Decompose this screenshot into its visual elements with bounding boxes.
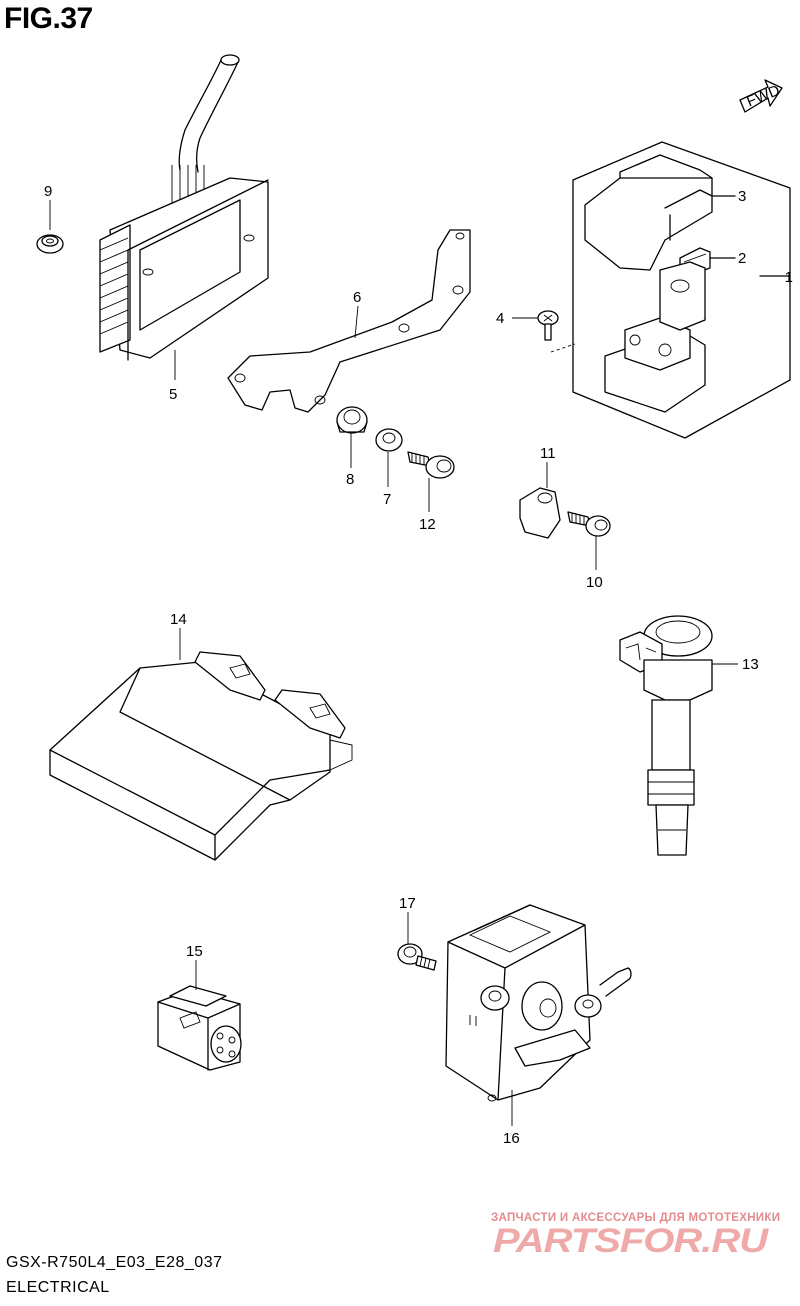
part-12-bolt[interactable]: [407, 451, 455, 479]
part-4-screw[interactable]: [537, 310, 576, 353]
starter-relay-body[interactable]: [604, 261, 706, 413]
callout-14: 14: [170, 611, 187, 628]
part-6-bracket[interactable]: [227, 229, 471, 413]
part-10-bolt[interactable]: [567, 511, 611, 537]
part-7-collar[interactable]: [375, 428, 403, 452]
callout-17: 17: [399, 895, 416, 912]
callout-1: 1: [785, 269, 793, 286]
fwd-label: FWD: [744, 82, 782, 111]
callout-15: 15: [186, 943, 203, 960]
callout-12: 12: [419, 516, 436, 533]
part-5-regulator-rectifier[interactable]: [99, 54, 269, 361]
watermark-logo: PARTSFOR.RU: [493, 1222, 768, 1260]
callout-3: 3: [738, 188, 746, 205]
callout-10: 10: [586, 574, 603, 591]
callout-8: 8: [346, 471, 354, 488]
callout-4: 4: [496, 310, 504, 327]
part-3-cover[interactable]: [584, 154, 736, 271]
part-16-sensor[interactable]: [445, 904, 632, 1102]
callout-7: 7: [383, 491, 391, 508]
part-17-bolt[interactable]: [397, 943, 437, 971]
part-8-grommet[interactable]: [336, 406, 368, 434]
part-9-nut[interactable]: [36, 234, 64, 254]
part-1-starter-relay-assembly[interactable]: [572, 141, 791, 439]
callout-5: 5: [169, 386, 177, 403]
forward-arrow-icon: FWD: [739, 79, 783, 113]
footer-model-code: GSX-R750L4_E03_E28_037: [6, 1254, 223, 1271]
part-14-ecm[interactable]: [49, 651, 353, 861]
callout-6: 6: [353, 289, 361, 306]
watermark-caption: ЗАПЧАСТИ И АКСЕССУАРЫ ДЛЯ МОТОТЕХНИКИ: [491, 1212, 781, 1224]
leader-lines: [49, 200, 738, 1126]
part-15-connector[interactable]: [157, 985, 242, 1071]
callout-11: 11: [540, 445, 556, 462]
footer-section-name: ELECTRICAL: [6, 1279, 110, 1296]
part-11-clamp[interactable]: [519, 487, 561, 539]
callout-9: 9: [44, 183, 52, 200]
callout-16: 16: [503, 1130, 520, 1147]
part-13-ignition-coil[interactable]: [619, 615, 713, 856]
callout-13: 13: [742, 656, 759, 673]
callout-2: 2: [738, 250, 746, 267]
figure-title: FIG.37: [4, 2, 93, 35]
